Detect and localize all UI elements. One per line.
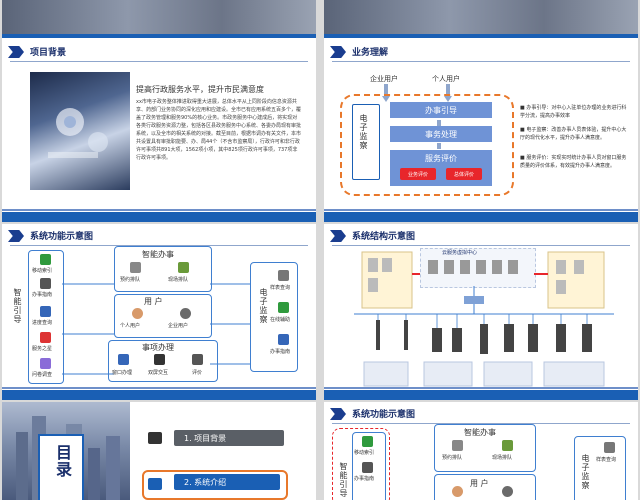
supervision-label: 电子监察: [258, 288, 269, 324]
slide-header: 系统功能示意图: [324, 404, 638, 424]
step-processing: 事务处理: [390, 126, 492, 142]
enterprise-icon: [180, 308, 191, 319]
supervision-label: 电子监察: [358, 114, 369, 150]
survey-icon: [40, 358, 51, 369]
bullet-guidance: ■ 办事引导：对中心入驻单位办理的业务进行科学分流，提高办事效率: [520, 104, 630, 120]
menu-item-introduction[interactable]: 2. 系统介绍: [174, 474, 280, 490]
enterprise-icon: [502, 486, 513, 497]
arrow-icon: [8, 46, 24, 58]
supervision-label: 电子监察: [580, 454, 591, 490]
guide-book-icon: [278, 334, 289, 345]
queue-icon: [502, 440, 513, 451]
overall-evaluation-button[interactable]: 总体评价: [446, 168, 482, 180]
dual-screen-icon: [154, 354, 165, 365]
sample-icon: [604, 442, 615, 453]
slide-system-function[interactable]: 系统功能示意图 智能引导 移动索引 办事指南 进度查询 服务之星 问卷调查 智能…: [2, 224, 316, 400]
footer-bar: [2, 390, 316, 400]
play-icon: [148, 432, 162, 444]
queue-icon: [178, 262, 189, 273]
person-icon: [132, 308, 143, 319]
bullet-evaluation: ■ 服务评价：实现实时统计办事人员对窗口服务质量的评价体系，有效提升办事人满意度…: [520, 154, 630, 170]
background-paragraph: xx市电子政务整体推进取得重大进展，总体水平从上同阶段向信息资源共享、药部门业务…: [136, 98, 302, 162]
business-evaluation-button[interactable]: 业务评价: [400, 168, 436, 180]
network-diagram: [324, 224, 638, 400]
slide-title: 系统功能示意图: [352, 407, 415, 420]
footer-bar: [2, 212, 316, 222]
user-panel: [114, 294, 212, 338]
star-icon: [40, 332, 51, 343]
slide-header: 项目背景: [2, 42, 316, 62]
index-icon: [362, 436, 373, 447]
progress-icon: [40, 306, 51, 317]
slide-project-background[interactable]: 项目背景 提高行政服务水平，提升市民满意度 xx市电子政务整体推进取得重大进展，…: [2, 0, 316, 222]
shuffle-icon: [148, 478, 162, 490]
assist-icon: [278, 302, 289, 313]
guide-icon: [40, 278, 51, 289]
footer-bar: [324, 390, 638, 400]
slide-system-structure[interactable]: 系统结构示意图 云服务虚拟中心: [324, 224, 638, 400]
guidance-label: 智能引导: [12, 288, 23, 324]
header-photo-strip: [2, 0, 316, 38]
arrow-icon: [330, 408, 346, 420]
kiosk-icon: [452, 440, 463, 451]
window-icon: [118, 354, 129, 365]
rating-icon: [192, 354, 203, 365]
index-icon: [40, 254, 51, 265]
slide-business-understanding[interactable]: 业务理解 企业用户 个人用户 电子监察 办事引导 事务处理 服务评价 业务评价 …: [324, 0, 638, 222]
menu-item-background[interactable]: 1. 项目背景: [174, 430, 284, 446]
guidance-label: 智能引导: [338, 462, 349, 498]
footer-bar: [324, 212, 638, 222]
step-guidance: 办事引导: [390, 102, 492, 118]
bullet-supervision: ■ 电子监察：改善办事人员表体验，提升中心大厅的现代化水平，提升办事人满意度。: [520, 126, 630, 142]
sample-icon: [278, 270, 289, 281]
business-hand-image: [30, 72, 130, 190]
slide-contents[interactable]: 目录 1. 项目背景 2. 系统介绍: [2, 402, 316, 500]
person-icon: [452, 486, 463, 497]
slide-title: 项目背景: [30, 45, 66, 58]
contents-title: 目录: [50, 444, 74, 478]
kiosk-icon: [130, 262, 141, 273]
slide-system-function-2[interactable]: 系统功能示意图 智能引导 移动索引 办事指南 智能办事 预约排队 现场排队 用 …: [324, 402, 638, 500]
slide-subtitle: 提高行政服务水平，提升市民满意度: [136, 84, 264, 95]
guide-icon: [362, 462, 373, 473]
